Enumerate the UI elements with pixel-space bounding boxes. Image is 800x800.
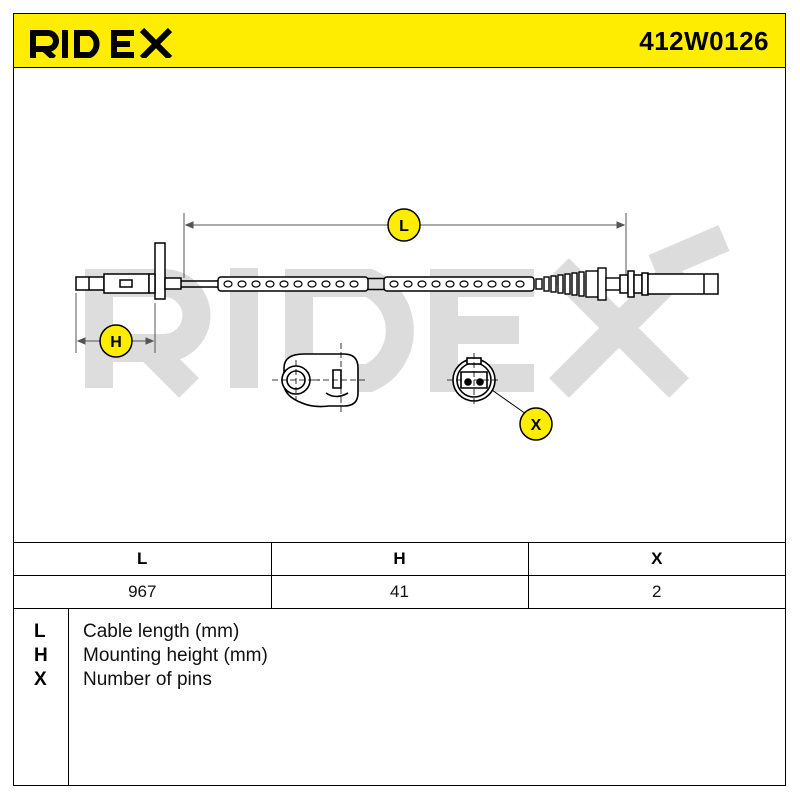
sensor-head (75, 242, 182, 300)
length-callout-label: L (399, 218, 409, 235)
legend-desc-h: Mounting height (mm) (83, 645, 268, 666)
pins-callout-label: X (531, 417, 542, 434)
pins-callout: X (519, 407, 553, 441)
spec-header-x: X (527, 542, 785, 576)
legend-keys-column: L H X (14, 609, 69, 786)
legend-desc-x: Number of pins (83, 669, 212, 690)
sensor-drawing: L H (75, 208, 730, 441)
spec-table: L H X 967 41 2 (14, 542, 785, 608)
watermark-logo (85, 225, 730, 398)
legend-key-l: L (34, 621, 46, 642)
pins-leader-line (491, 389, 527, 415)
brand-logo (30, 27, 173, 58)
sleeve-slots (223, 280, 525, 288)
spec-value-x: 2 (527, 575, 785, 608)
height-callout: H (99, 324, 133, 358)
spec-value-h: 41 (270, 575, 528, 608)
connector-centerlines (447, 353, 501, 407)
spec-table-header-row: L H X (14, 542, 785, 576)
product-sheet: 412W0126 L (13, 13, 786, 786)
legend-desc-l: Cable length (mm) (83, 621, 240, 642)
length-callout: L (387, 208, 421, 242)
bracket-centerlines (272, 343, 368, 413)
connector (619, 270, 719, 298)
spec-header-l: L (14, 542, 271, 576)
spec-header-h: H (270, 542, 528, 576)
spec-value-l: 967 (14, 575, 271, 608)
legend-key-x: X (34, 669, 47, 690)
spec-table-value-row: 967 41 2 (14, 575, 785, 608)
height-callout-label: H (110, 334, 122, 351)
legend: L H X Cable length (mm) Mounting height … (14, 608, 785, 786)
header-bar: 412W0126 (14, 14, 785, 68)
part-number: 412W0126 (639, 26, 769, 56)
legend-key-h: H (34, 645, 48, 666)
strain-relief (535, 267, 621, 301)
